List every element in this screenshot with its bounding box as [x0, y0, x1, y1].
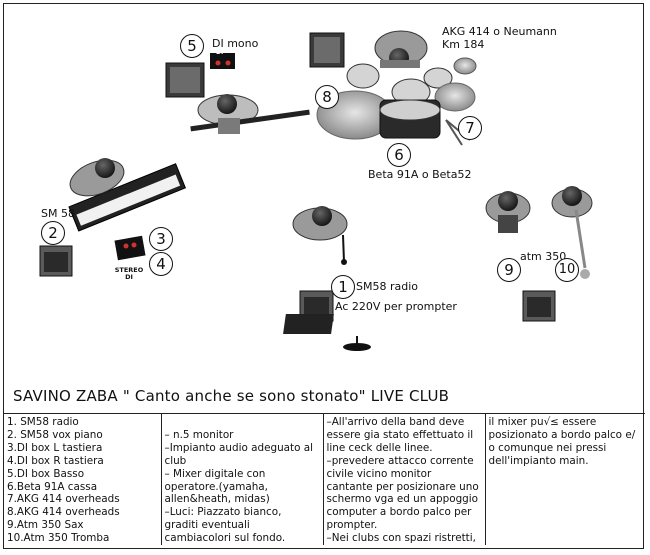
- stage-plot: [39, 30, 593, 351]
- bass-amp: [165, 62, 205, 98]
- label-beta-kick: Beta 91A o Beta52: [368, 168, 472, 181]
- sax-player-figure: [485, 191, 531, 233]
- notes-col-equipment: – n.5 monitor –Impianto audio adeguato a…: [160, 414, 323, 546]
- page-title: SAVINO ZABA " Canto anche se sono stonat…: [13, 387, 450, 405]
- drummer-figure: [374, 30, 428, 68]
- marker-6: 6: [387, 143, 411, 167]
- notes-table: 1. SM58 radio 2. SM58 vox piano 3.DI box…: [4, 414, 644, 546]
- divider-top: [4, 413, 645, 414]
- marker-8: 8: [315, 85, 339, 109]
- marker-4: 4: [149, 252, 173, 276]
- marker-10: 10: [555, 258, 579, 282]
- monitor-horns: [522, 290, 556, 322]
- singer-figure: [292, 206, 348, 265]
- stereo-di-box: [114, 235, 146, 261]
- bass-player-figure: [190, 94, 310, 134]
- prompter-screen: [283, 314, 371, 351]
- notes-col-mixer: il mixer pu√≤ essere posizionato a bordo…: [484, 414, 644, 546]
- page-frame: [3, 3, 644, 549]
- trumpet-player-figure: [551, 186, 593, 279]
- notes-col-inputs: 1. SM58 radio 2. SM58 vox piano 3.DI box…: [7, 416, 120, 545]
- marker-9: 9: [497, 258, 521, 282]
- marker-2: 2: [41, 221, 65, 245]
- marker-1: 1: [331, 275, 355, 299]
- label-stereo-di: STEREO DI: [114, 266, 144, 281]
- label-sm58-keys: SM 58: [41, 207, 75, 220]
- marker-3: 3: [149, 227, 173, 251]
- label-sm58-radio: SM58 radio: [356, 280, 418, 293]
- keyboard: [68, 163, 187, 232]
- drum-kit: [316, 57, 477, 146]
- marker-7: 7: [458, 116, 482, 140]
- drum-amp: [309, 32, 345, 68]
- di-mono-box: [210, 53, 235, 69]
- marker-5: 5: [180, 34, 204, 58]
- monitor-keys: [39, 245, 73, 277]
- label-ac220: Ac 220V per prompter: [335, 300, 457, 313]
- label-di-box: DI: [216, 49, 224, 56]
- notes-col-requirements: –All'arrivo della band deve essere gia s…: [322, 414, 485, 546]
- keyboard-player-figure: [69, 158, 125, 197]
- label-di-mono: DI mono: [212, 37, 259, 50]
- label-akg-overhead: AKG 414 o Neumann Km 184: [442, 25, 557, 51]
- label-atm350: atm 350: [520, 250, 567, 263]
